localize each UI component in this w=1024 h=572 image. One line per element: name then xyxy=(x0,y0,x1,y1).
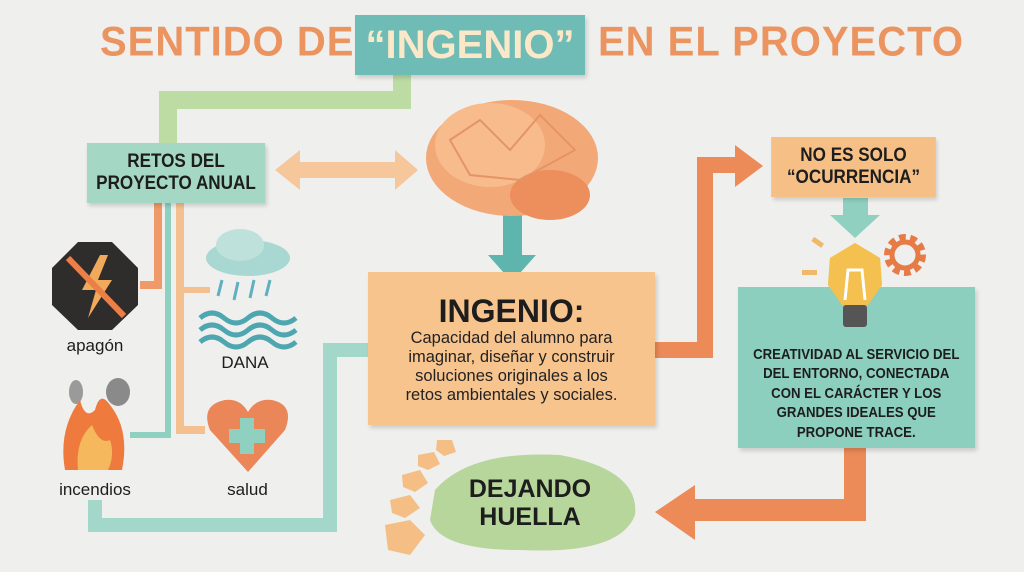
title-highlight-box: “INGENIO” xyxy=(355,15,585,75)
ingenio-heading: INGENIO: xyxy=(438,292,585,329)
orange-ribbon-bottom xyxy=(690,448,866,521)
teal-ribbon-left xyxy=(130,203,171,438)
green-ribbon xyxy=(159,75,411,145)
label-incendios: incendios xyxy=(59,480,131,499)
label-salud: salud xyxy=(227,480,268,499)
arrow-to-no-es-solo xyxy=(735,145,763,187)
no-es-solo-line2: “OCURRENCIA” xyxy=(786,167,921,188)
creatividad-line: PROPONE TRACE. xyxy=(797,423,916,441)
label-dana: DANA xyxy=(221,353,269,372)
down-arrow-bulb xyxy=(830,198,880,238)
retos-line1: RETOS DEL xyxy=(127,151,225,172)
huella-line2: HUELLA xyxy=(479,503,581,531)
orange-ribbon-right xyxy=(655,157,740,358)
no-lightning-icon xyxy=(52,242,138,330)
huella-label: DEJANDO HUELLA xyxy=(450,475,610,531)
creatividad-line: DEL ENTORNO, CONECTADA xyxy=(763,365,950,382)
ingenio-line: Capacidad del alumno para xyxy=(410,328,613,347)
ingenio-box: INGENIO: Capacidad del alumno para imagi… xyxy=(368,272,655,425)
no-es-solo-line1: NO ES SOLO xyxy=(800,145,907,166)
teal-ribbon-bottom xyxy=(88,343,370,532)
arrow-to-huella xyxy=(655,485,695,540)
title-part1: SENTIDO DE xyxy=(100,18,355,66)
creatividad-line: GRANDES IDEALES QUE xyxy=(776,404,937,421)
footprint-icon xyxy=(385,440,636,555)
no-es-solo-box: NO ES SOLO “OCURRENCIA” xyxy=(771,137,936,197)
double-arrow xyxy=(275,150,418,190)
ingenio-line: retos ambientales y sociales. xyxy=(405,385,618,404)
creatividad-line: CREATIVIDAD AL SERVICIO DEL xyxy=(753,345,960,363)
orange-ribbon-left xyxy=(140,203,162,289)
creatividad-box: CREATIVIDAD AL SERVICIO DEL DEL ENTORNO,… xyxy=(738,287,975,448)
title-highlight: “INGENIO” xyxy=(365,22,575,67)
creatividad-line: CON EL CARÁCTER Y LOS xyxy=(771,384,942,402)
ingenio-line: imaginar, diseñar y construir xyxy=(408,347,615,366)
label-apagon: apagón xyxy=(66,336,124,355)
peach-ribbon-left xyxy=(176,203,205,434)
retos-line2: PROYECTO ANUAL xyxy=(96,173,256,194)
rain-cloud-waves-icon xyxy=(198,229,298,350)
heart-cross-icon xyxy=(207,399,289,472)
ingenio-line: soluciones originales a los xyxy=(415,366,608,385)
down-arrow-brain xyxy=(488,210,536,282)
brain-icon xyxy=(426,100,598,220)
huella-line1: DEJANDO xyxy=(468,475,592,503)
retos-box: RETOS DEL PROYECTO ANUAL xyxy=(86,143,266,203)
gear-icon xyxy=(884,234,926,276)
fire-icon xyxy=(63,378,130,470)
title-part2: EN EL PROYECTO xyxy=(598,18,964,66)
